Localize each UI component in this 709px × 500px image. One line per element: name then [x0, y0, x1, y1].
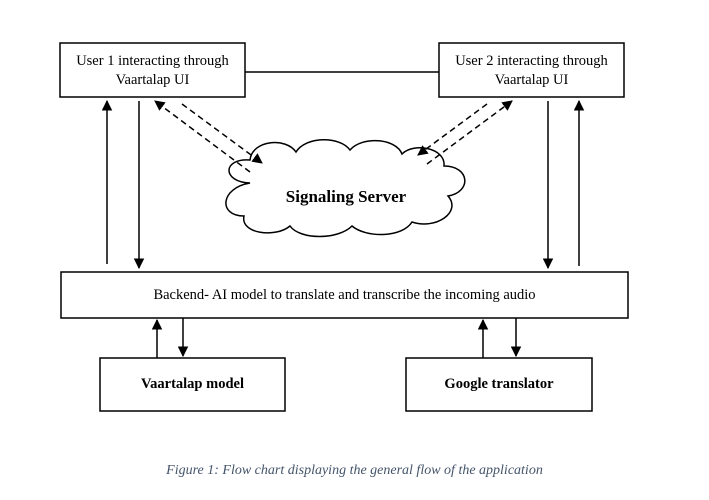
- cloud-shape: [225, 139, 466, 238]
- dashed-arrow-user1-to-server: [181, 103, 263, 164]
- user1-node: User 1 interacting through Vaartalap UI: [59, 42, 246, 98]
- vaartalap-model-label: Vaartalap model: [141, 376, 244, 392]
- user1-label-line1: User 1 interacting through: [76, 53, 229, 69]
- dashed-arrow-server-to-user2: [426, 100, 513, 165]
- figure-caption: Figure 1: Flow chart displaying the gene…: [166, 463, 543, 478]
- signaling-server-label: Signaling Server: [286, 187, 407, 206]
- dashed-arrow-user2-to-server: [417, 103, 488, 156]
- vaartalap-model-node: Vaartalap model: [99, 357, 286, 412]
- backend-label: Backend- AI model to translate and trans…: [153, 287, 535, 303]
- backend-box: [60, 271, 629, 319]
- google-translator-node: Google translator: [405, 357, 593, 412]
- google-translator-label: Google translator: [444, 376, 554, 392]
- user2-box: [438, 42, 625, 98]
- vaartalap-model-box: [99, 357, 286, 412]
- user2-label-line1: User 2 interacting through: [455, 53, 608, 69]
- user1-box: [59, 42, 246, 98]
- user2-label-line2: Vaartalap UI: [495, 72, 569, 88]
- signaling-server-node: Signaling Server: [225, 139, 466, 238]
- user2-node: User 2 interacting through Vaartalap UI: [438, 42, 625, 98]
- user1-label-line2: Vaartalap UI: [116, 72, 190, 88]
- backend-node: Backend- AI model to translate and trans…: [60, 271, 629, 319]
- google-translator-box: [405, 357, 593, 412]
